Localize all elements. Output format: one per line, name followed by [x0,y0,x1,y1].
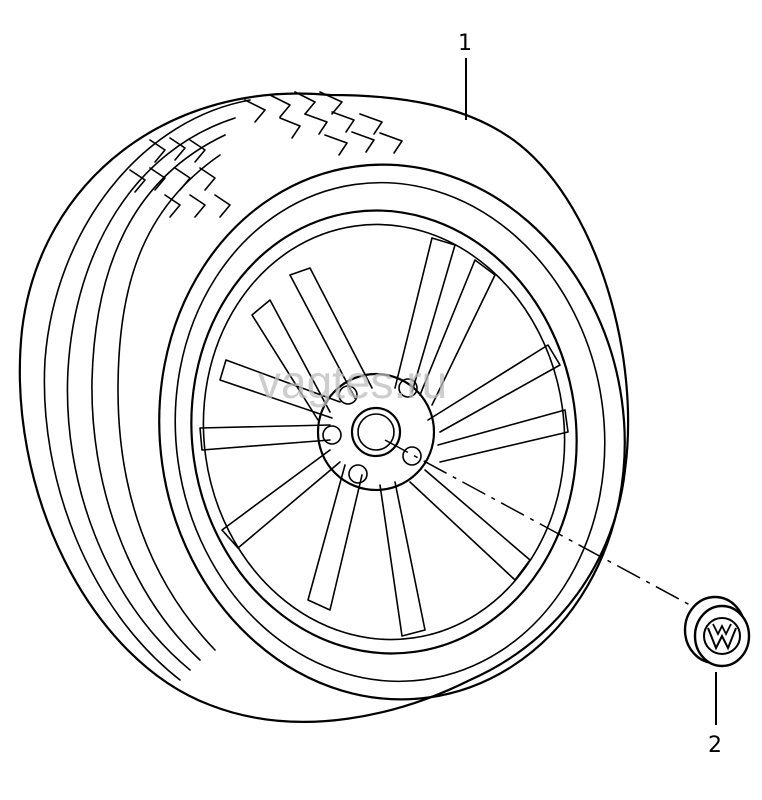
hub-cap [683,595,751,668]
callout-1-number: 1 [458,31,472,56]
lug-nuts [322,378,422,484]
tread-pattern [129,91,403,218]
watermark-text: vagtes.ru [258,356,447,408]
vw-logo-icon [703,617,741,655]
callout-2-number: 2 [708,733,722,758]
rim [190,209,578,655]
spokes [199,237,569,637]
tyre [18,91,630,723]
assembly-dashed-line [384,439,691,606]
